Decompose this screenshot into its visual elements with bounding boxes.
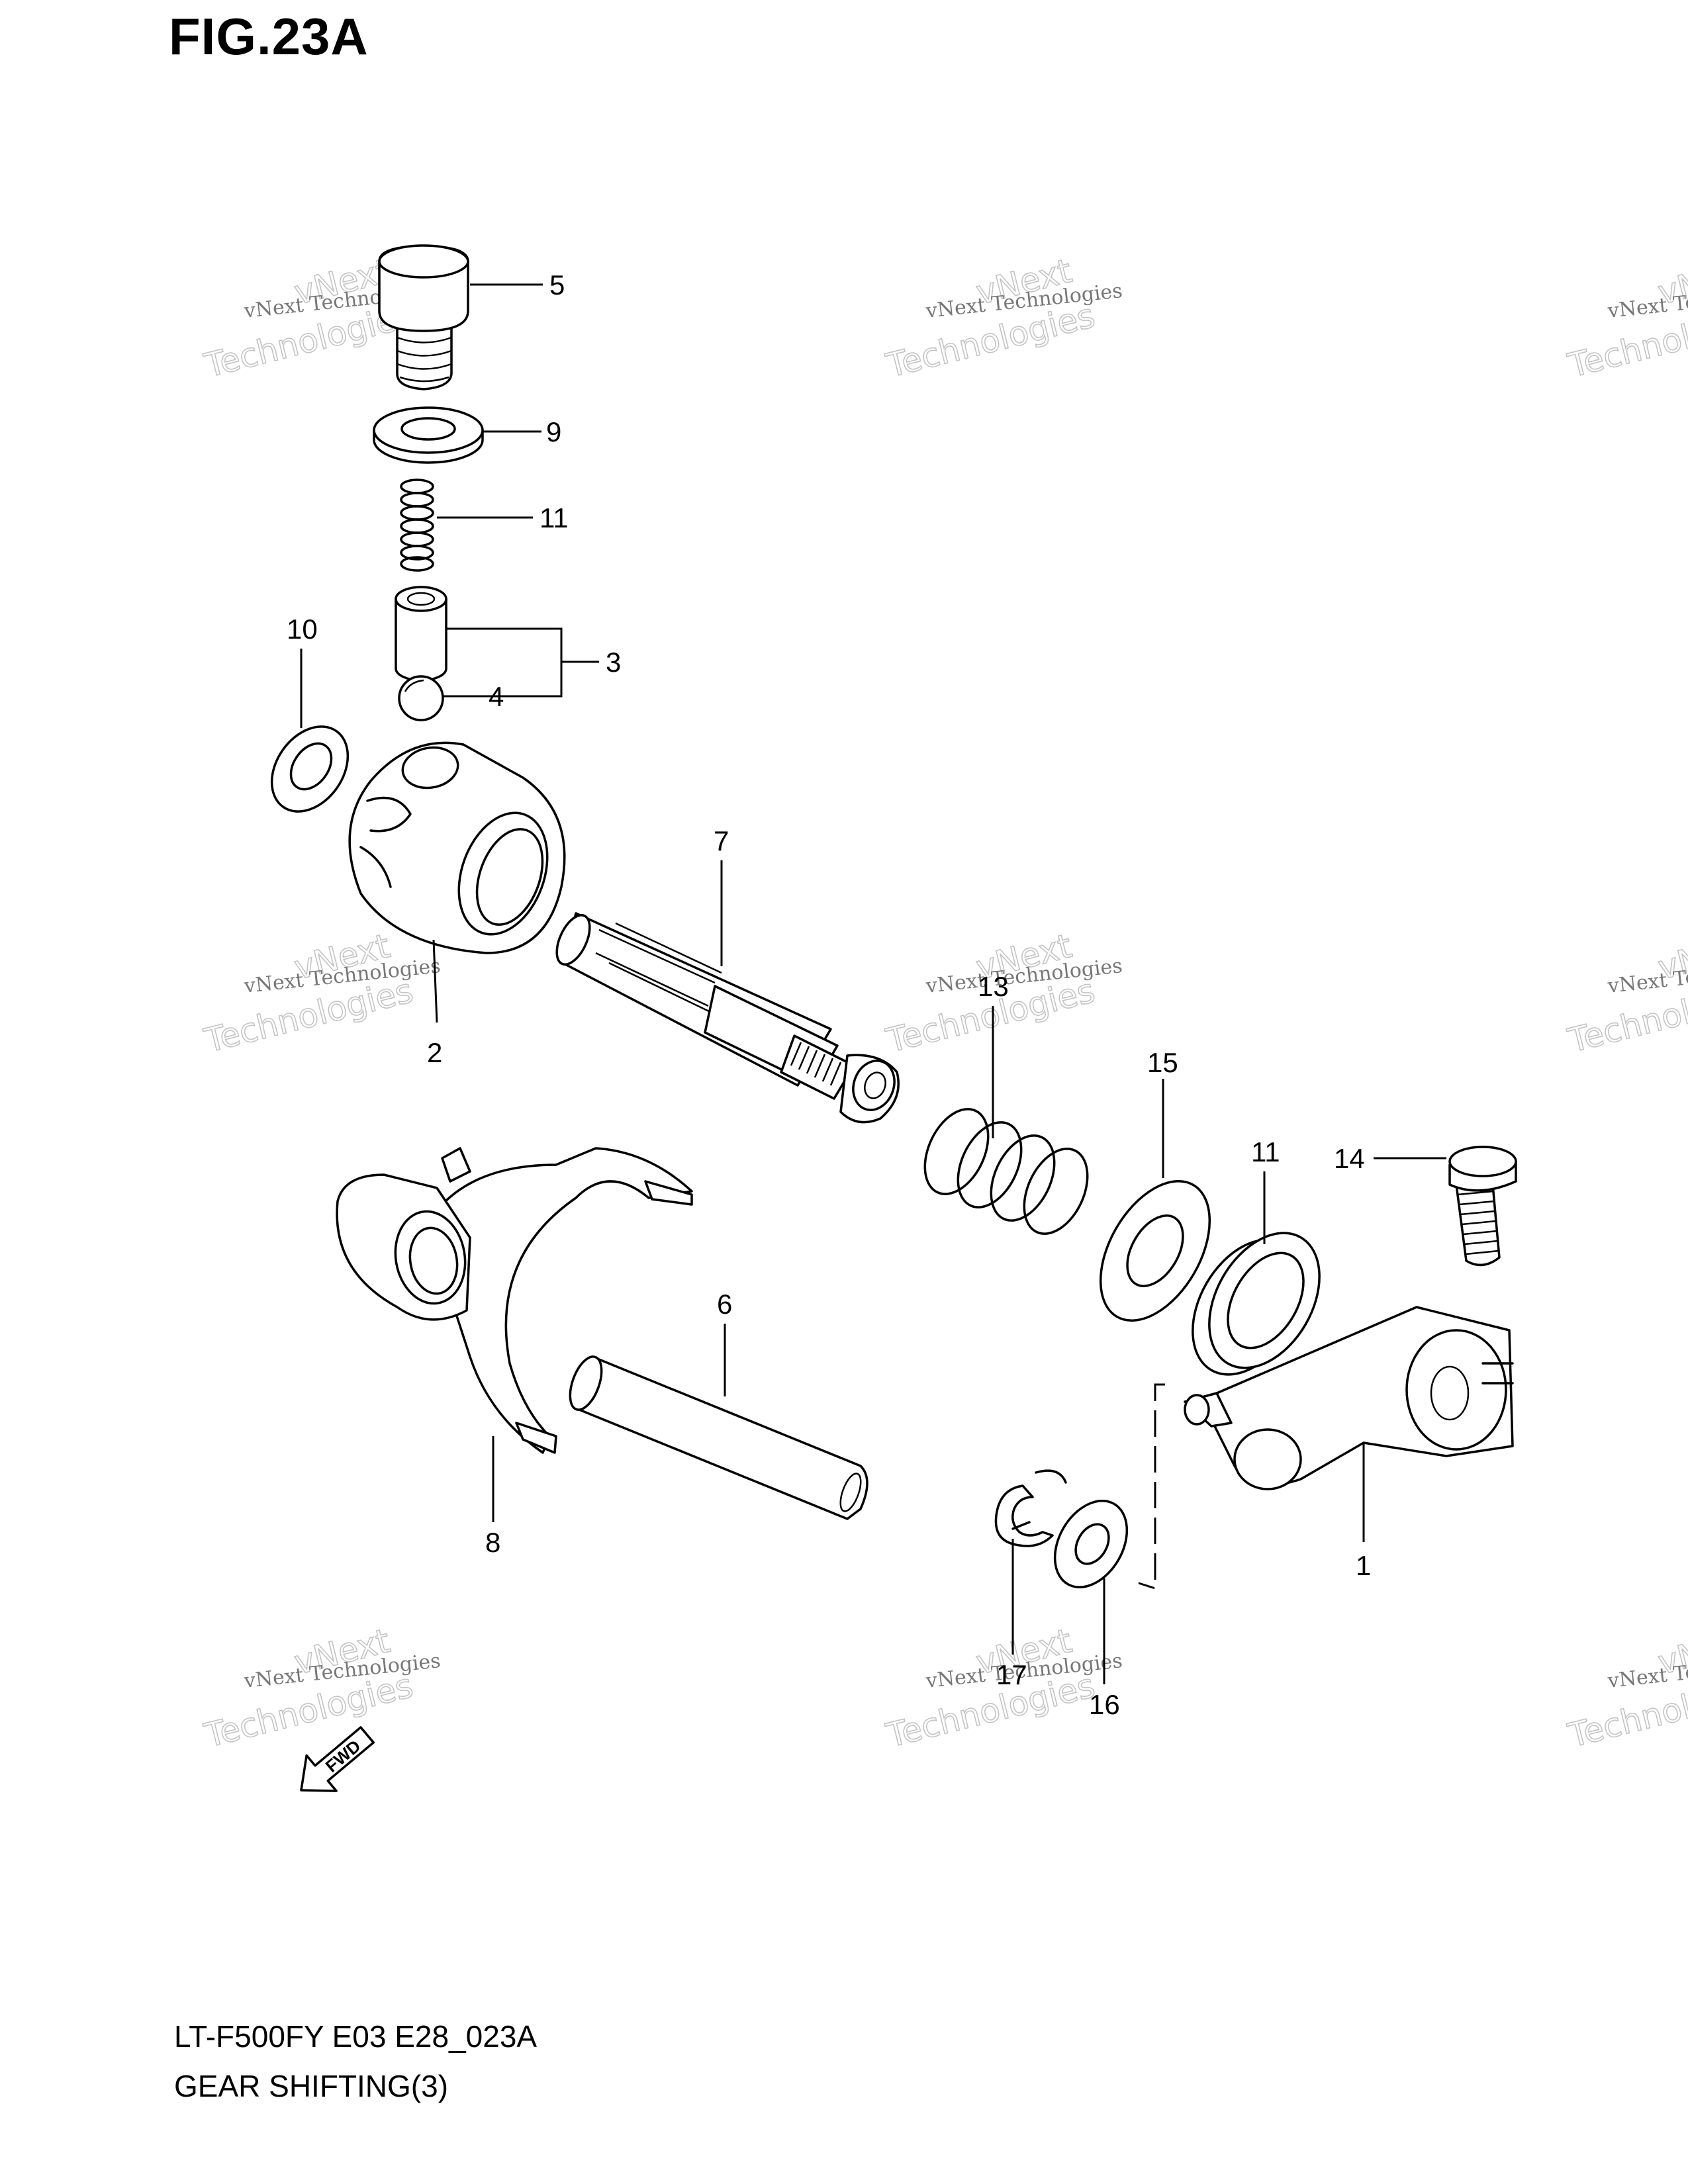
callout-1: 1 [1356,1550,1371,1581]
watermark: vNext vNext Technologies Technologies [882,251,1123,385]
part-16-washer [1053,1500,1129,1588]
part-15-washer [1099,1180,1211,1322]
part-11-collar [1192,1232,1321,1376]
part-3-pin [395,586,447,682]
watermark: vNext vNext Technologies Technologies [1564,926,1688,1060]
part-7-shift-shaft [555,912,900,1124]
part-4-ball [398,675,444,721]
watermark: vNext vNext Technologies Technologies [200,926,442,1060]
callout-5: 5 [549,269,565,300]
callout-2: 2 [427,1037,442,1068]
part-17-e-clip [994,1469,1067,1547]
part-8-shift-fork [336,1147,693,1454]
callout-16: 16 [1089,1689,1120,1720]
callout-14: 14 [1334,1143,1365,1174]
figure-title: FIG.23A [169,7,369,66]
callout-10: 10 [287,614,318,645]
callout-6: 6 [717,1289,732,1320]
callout-labels: 5 9 11 3 4 10 2 7 13 15 11 14 6 8 1 17 1… [287,269,1371,1720]
part-14-bolt [1448,1146,1517,1267]
callout-4: 4 [489,681,504,712]
part-1-shift-arm [1184,1306,1514,1490]
section-name: GEAR SHIFTING(3) [174,2069,449,2103]
callout-3: 3 [606,647,621,678]
callout-17: 17 [996,1659,1027,1690]
part-10-washer [270,725,350,813]
part-9-washer [373,406,484,464]
watermark: vNext vNext Technologies Technologies [1564,251,1688,385]
watermark-group: vNext vNext Technologies Technologies vN… [200,251,1688,1755]
watermark: vNext vNext Technologies Technologies [1564,1621,1688,1755]
part-13-coil-spring [923,1108,1089,1235]
part-6-rod [569,1355,868,1520]
model-code: LT-F500FY E03 E28_023A [174,2019,538,2054]
callout-7: 7 [714,825,729,856]
part-5-plug-bolt [378,244,469,390]
callout-13: 13 [978,971,1009,1002]
callout-12: 11 [539,502,569,533]
part-2-cam-drum [348,741,566,954]
leader-lines [300,283,1446,1684]
callout-8: 8 [485,1527,500,1558]
watermark: vNext vNext Technologies Technologies [200,1621,442,1755]
part-12-spring [400,478,434,572]
callout-15: 15 [1147,1047,1178,1078]
assembly-line [1138,1383,1165,1590]
callout-11: 11 [1251,1136,1280,1167]
callout-9: 9 [546,416,561,447]
